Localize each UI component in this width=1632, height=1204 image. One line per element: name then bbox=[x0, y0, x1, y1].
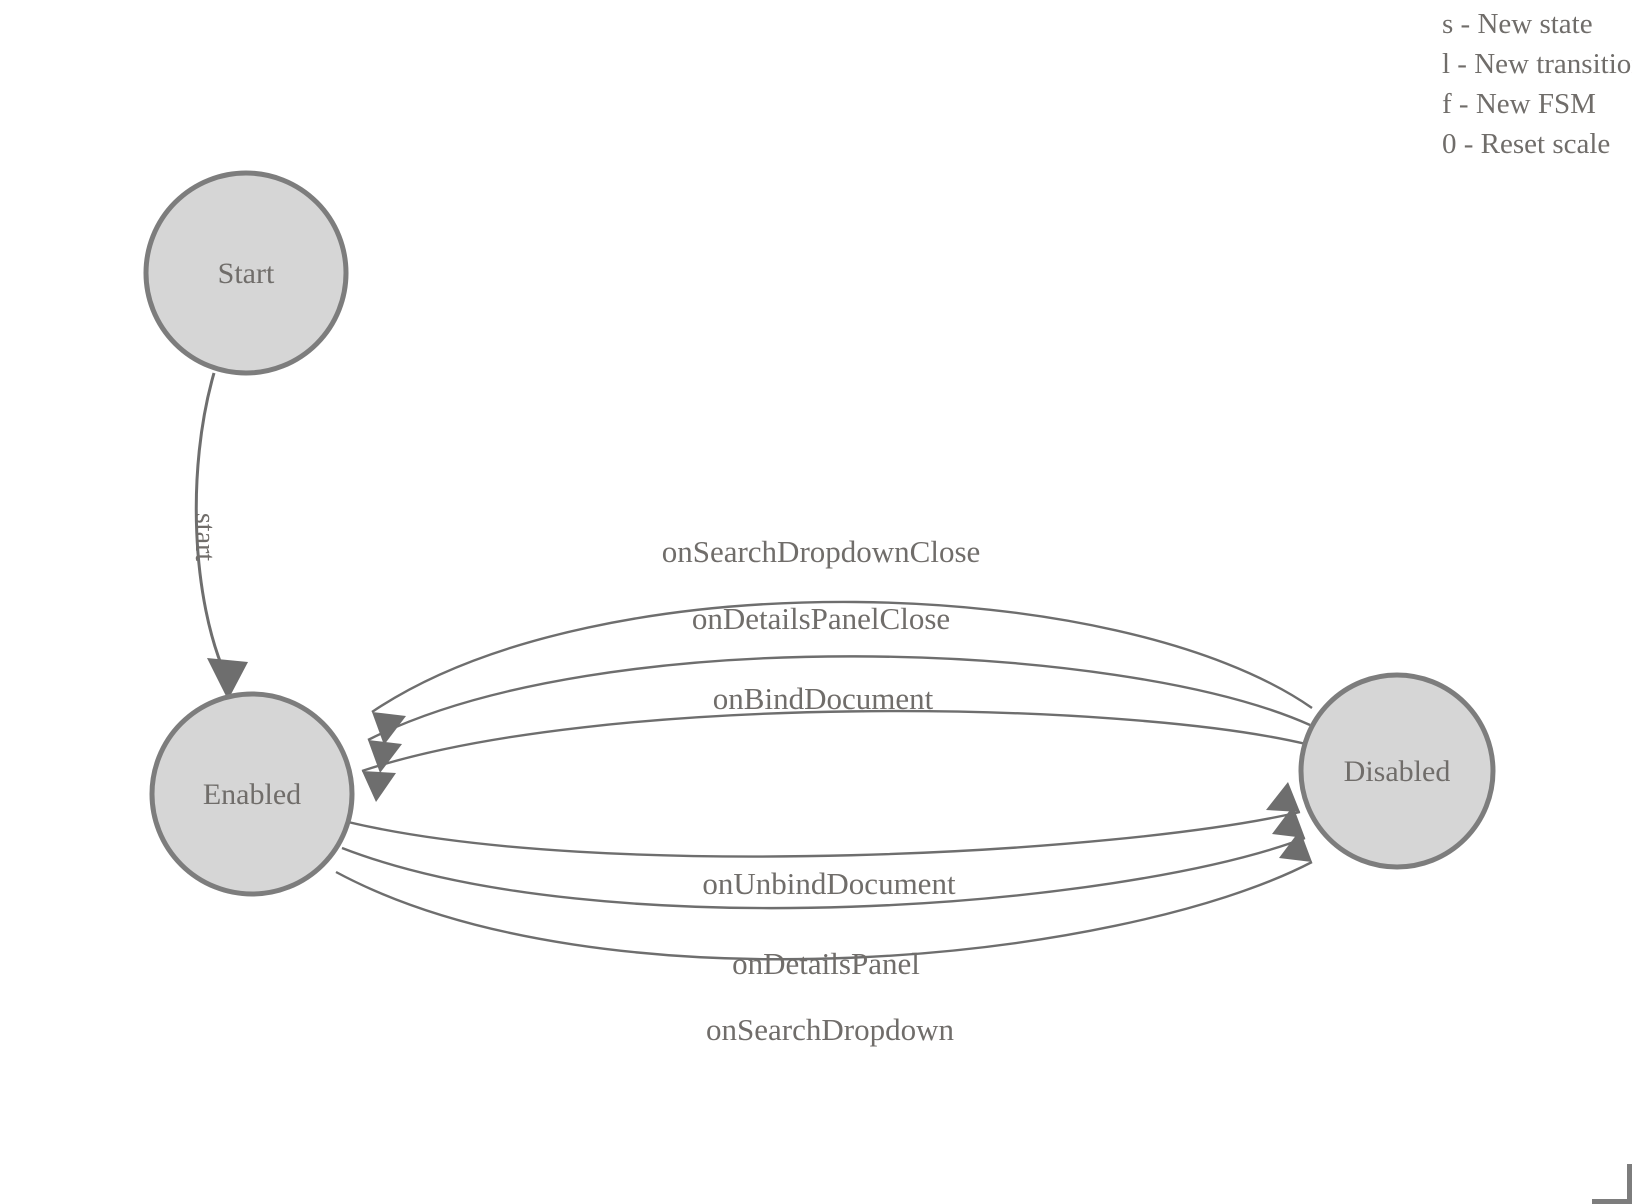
state-label: Start bbox=[218, 257, 275, 290]
transition-edge-path[interactable] bbox=[194, 372, 228, 677]
transition-onUnbindDocument[interactable] bbox=[347, 782, 1301, 858]
arrowhead-icon bbox=[372, 712, 406, 745]
state-label: Enabled bbox=[203, 778, 301, 811]
transition-edge-path[interactable] bbox=[361, 709, 1307, 773]
transition-onSearchDropdown[interactable] bbox=[335, 830, 1313, 961]
transition-onDetailsPanelClose[interactable] bbox=[367, 655, 1311, 773]
transition-edge-path[interactable] bbox=[347, 810, 1301, 858]
transition-label-onUnbindDocument: onUnbindDocument bbox=[702, 866, 956, 901]
state-circle[interactable] bbox=[1298, 672, 1496, 870]
transition-onDetailsPanel[interactable] bbox=[341, 806, 1306, 910]
transition-edge-path[interactable] bbox=[367, 655, 1311, 742]
state-node-disabled[interactable]: Disabled bbox=[1298, 672, 1496, 870]
transition-onBindDocument[interactable] bbox=[361, 709, 1307, 802]
transition-onSearchDropdownClose[interactable] bbox=[371, 600, 1313, 745]
transition-edge-path[interactable] bbox=[371, 600, 1313, 713]
state-node-start[interactable]: Start bbox=[143, 170, 349, 376]
transition-edge-path[interactable] bbox=[335, 860, 1313, 961]
transition-start[interactable] bbox=[194, 372, 248, 700]
transition-label-start: start bbox=[189, 513, 220, 561]
transition-label-onDetailsPanelClose: onDetailsPanelClose bbox=[692, 601, 950, 636]
transition-edge-path[interactable] bbox=[341, 836, 1306, 910]
arrowhead-icon bbox=[368, 740, 402, 773]
panel-frame-corner bbox=[1592, 1164, 1632, 1204]
state-label: Disabled bbox=[1344, 755, 1451, 788]
arrowhead-icon bbox=[1279, 830, 1312, 862]
arrowhead-icon bbox=[1266, 782, 1300, 812]
arrowhead-icon bbox=[1272, 806, 1305, 838]
transition-label-onSearchDropdownClose: onSearchDropdownClose bbox=[662, 534, 981, 569]
state-node-enabled[interactable]: Enabled bbox=[149, 691, 355, 897]
arrowhead-icon bbox=[207, 658, 248, 700]
transition-label-onSearchDropdown: onSearchDropdown bbox=[706, 1012, 954, 1047]
arrowhead-icon bbox=[362, 771, 396, 802]
state-circle[interactable] bbox=[149, 691, 355, 897]
transition-label-onBindDocument: onBindDocument bbox=[713, 681, 934, 716]
transition-label-onDetailsPanel: onDetailsPanel bbox=[732, 946, 920, 981]
state-circle[interactable] bbox=[143, 170, 349, 376]
